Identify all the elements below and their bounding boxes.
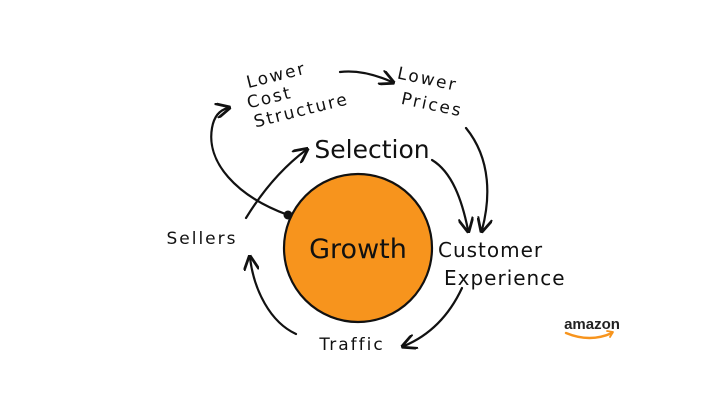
- arrow-sellers-to-selection: [244, 150, 306, 220]
- amazon-smile-arrow-icon: [606, 330, 614, 338]
- svg-text:Lower Prices: Lower Prices: [391, 64, 470, 122]
- arrow-growth-to-lower-cost-structure: [210, 108, 290, 217]
- lower-prices-line-2: Prices: [399, 89, 464, 122]
- node-customer-experience: Customer Experience: [438, 238, 566, 290]
- customer-experience-line-1: Customer: [438, 238, 543, 262]
- amazon-smile-icon: [564, 331, 614, 340]
- node-lower-prices: Lower Prices: [391, 64, 470, 122]
- node-selection: Selection: [314, 135, 429, 164]
- node-lower-cost-structure: Lower Cost Structure: [240, 51, 351, 133]
- node-traffic: Traffic: [318, 335, 384, 355]
- node-sellers: Sellers: [166, 229, 237, 249]
- amazon-logo: amazon: [564, 316, 620, 340]
- arrow-selection-to-customer-experience: [430, 158, 468, 230]
- svg-text:Lower Cost Str: Lower Cost Structure: [240, 51, 351, 133]
- amazon-logo-text: amazon: [564, 316, 620, 333]
- arrow-lower-prices-to-customer-experience: [464, 126, 487, 230]
- growth-label: Growth: [309, 234, 407, 265]
- arrow-traffic-to-sellers: [250, 258, 298, 336]
- arrow-customer-experience-to-traffic: [404, 286, 464, 346]
- svg-text:Customer Experience: Customer Experience: [438, 238, 566, 290]
- growth-circle: [282, 172, 434, 324]
- arrow-lower-cost-to-lower-prices: [338, 71, 392, 82]
- growth-connector-dot: [283, 210, 293, 220]
- customer-experience-line-2: Experience: [444, 266, 566, 290]
